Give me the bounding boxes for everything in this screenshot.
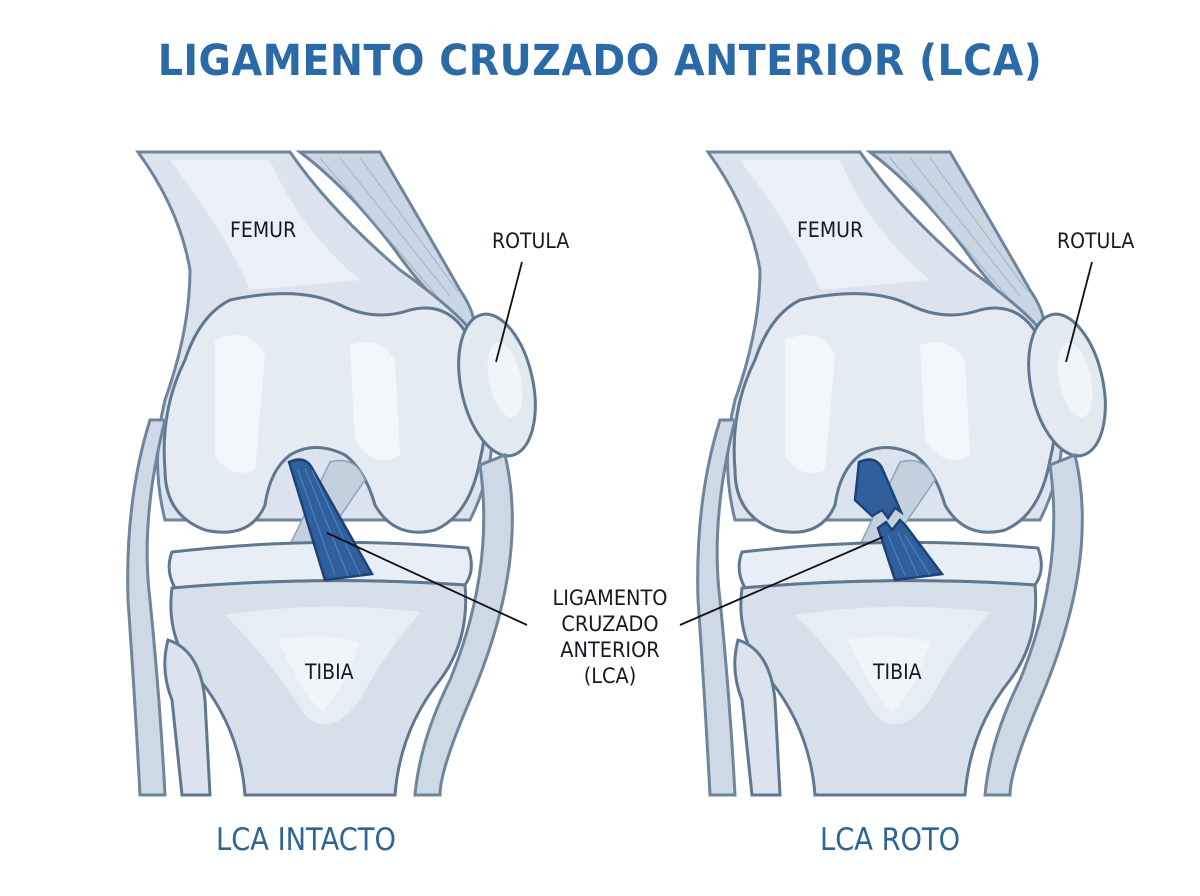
knee-intact xyxy=(126,150,549,797)
knee-torn xyxy=(696,150,1119,797)
label-patella-torn: ROTULA xyxy=(1057,229,1135,253)
caption-intact: LCA INTACTO xyxy=(216,822,396,858)
caption-torn: LCA ROTO xyxy=(820,822,961,858)
acl-intact-ligament xyxy=(287,458,375,582)
label-patella-intact: ROTULA xyxy=(492,229,570,253)
label-acl-line-2: CRUZADO xyxy=(561,612,659,636)
label-femur-torn: FEMUR xyxy=(797,218,864,242)
label-tibia-intact: TIBIA xyxy=(305,660,354,684)
label-acl-line-1: LIGAMENTO xyxy=(552,586,668,610)
label-femur-intact: FEMUR xyxy=(230,218,297,242)
label-tibia-torn: TIBIA xyxy=(873,660,922,684)
acl-torn-ligament xyxy=(853,458,945,582)
label-acl-line-4: (LCA) xyxy=(583,664,637,688)
label-acl-line-3: ANTERIOR xyxy=(560,638,660,662)
label-acl-center: LIGAMENTO CRUZADO ANTERIOR (LCA) xyxy=(510,585,710,689)
diagram-title: LIGAMENTO CRUZADO ANTERIOR (LCA) xyxy=(157,36,1043,86)
